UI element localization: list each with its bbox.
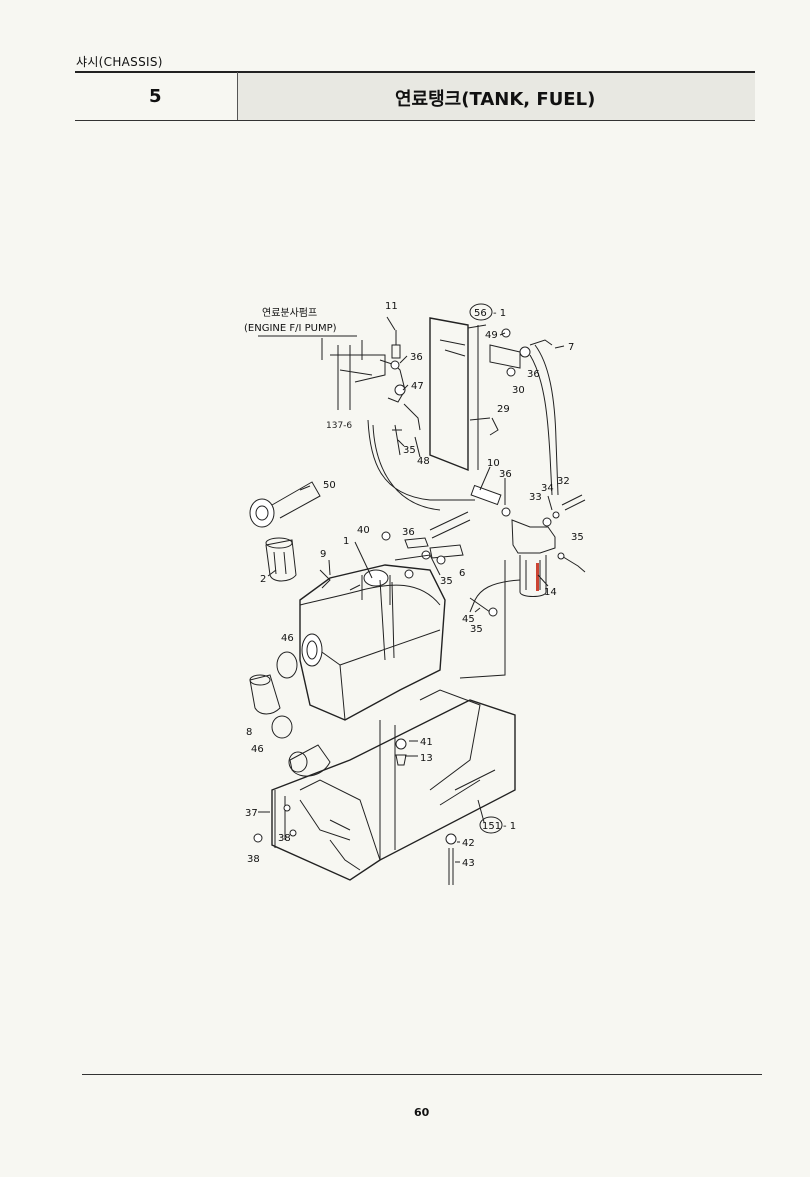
part-label: 37	[245, 808, 258, 819]
part-label: 2	[260, 574, 266, 585]
part-label: 35	[403, 445, 416, 456]
part-label: 50	[323, 480, 336, 491]
part-label: 33	[529, 492, 542, 503]
part-label: 38	[247, 854, 260, 865]
part-label: 42	[462, 838, 475, 849]
fuel-cap	[249, 481, 321, 582]
part-label: 36	[499, 469, 512, 480]
callout-pump-english: (ENGINE F/I PUMP)	[244, 323, 337, 334]
part-label: 13	[420, 753, 433, 764]
part-label: 14	[544, 587, 557, 598]
part-label: 36	[527, 369, 540, 380]
ref-56-suffix: - 1	[493, 308, 506, 319]
part-label: 8	[246, 727, 252, 738]
tank-hose	[381, 511, 471, 565]
part-label: 35	[571, 532, 584, 543]
chassis-frame	[271, 689, 516, 881]
radiator-panel	[429, 317, 559, 496]
header-title-background	[238, 73, 755, 120]
part-label: 34	[541, 483, 554, 494]
page-number: 60	[414, 1106, 430, 1119]
ref-56: 56	[474, 308, 487, 319]
part-label: 36	[410, 352, 423, 363]
part-label: 36	[402, 527, 415, 538]
part-label: 11	[385, 301, 398, 312]
part-number-labels: 11 49 7 36 36 30 47 29 35 48 10 36 32 34…	[245, 301, 584, 869]
ref-151: 151	[482, 821, 501, 832]
part-label: 46	[281, 633, 294, 644]
pump-fittings	[367, 359, 475, 511]
part-label: 46	[251, 744, 264, 755]
part-label: 10	[487, 458, 500, 469]
part-label: 1	[343, 536, 349, 547]
pump-bracket	[321, 330, 401, 410]
filter-bowl-highlight	[536, 563, 539, 591]
part-label: 47	[411, 381, 424, 392]
leader-lines	[258, 316, 565, 863]
ref-56-circle	[469, 303, 493, 321]
section-title: 연료탱크(TANK, FUEL)	[395, 89, 596, 110]
part-label: 35	[440, 576, 453, 587]
part-label: 29	[497, 404, 510, 415]
part-label: 9	[320, 549, 326, 560]
callout-pump-korean: 연료분사펌프	[262, 307, 317, 319]
part-label: 40	[357, 525, 370, 536]
section-label: 샤시(CHASSIS)	[76, 55, 163, 69]
ref-151-circle	[479, 816, 503, 834]
part-label: 6	[459, 568, 465, 579]
part-label: 48	[417, 456, 430, 467]
header-divider	[237, 72, 238, 121]
header-bottom-rule	[75, 120, 755, 121]
header-top-rule	[75, 71, 755, 73]
part-label: 45	[462, 614, 475, 625]
part-label: 30	[512, 385, 525, 396]
part-label: 49	[485, 330, 498, 341]
part-label: 35	[470, 624, 483, 635]
part-label: 38	[278, 833, 291, 844]
fuel-filter-assembly	[459, 484, 586, 679]
fasteners	[253, 738, 457, 885]
ref-137: 137-6	[326, 421, 352, 431]
part-label: 41	[420, 737, 433, 748]
part-label: 43	[462, 858, 475, 869]
part-label: 7	[568, 342, 574, 353]
section-number: 5	[149, 86, 162, 107]
fuel-tank-body	[299, 554, 446, 721]
ref-151-suffix: - 1	[503, 821, 516, 832]
footer-rule	[82, 1074, 762, 1075]
part-label: 32	[557, 476, 570, 487]
filler-neck-parts	[249, 651, 331, 777]
